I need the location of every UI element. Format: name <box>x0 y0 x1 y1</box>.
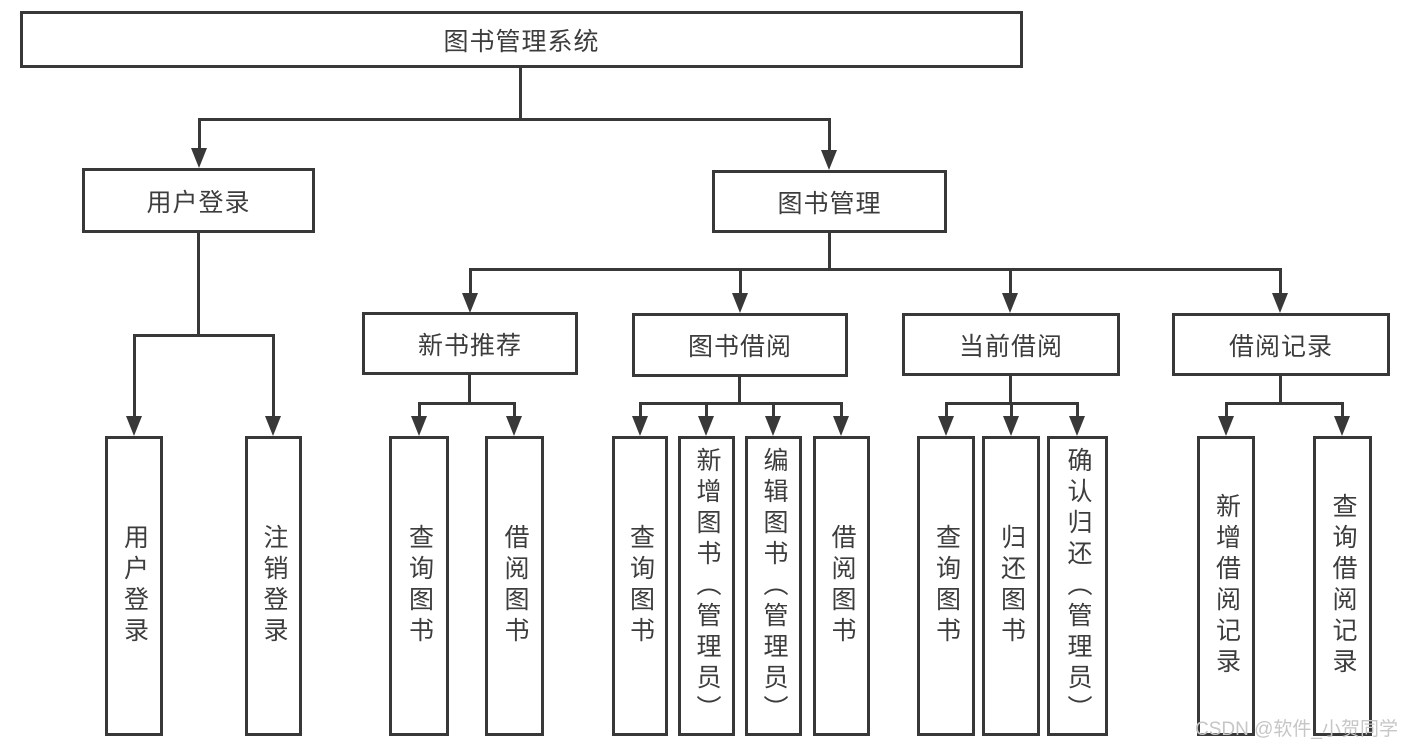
connector-line <box>469 268 472 296</box>
node-book-borrow-label: 图书借阅 <box>687 333 792 361</box>
connector-line <box>1279 268 1282 296</box>
leaf-logout: 注销登录 <box>245 436 302 736</box>
connector-line <box>639 402 842 405</box>
arrow-down-icon <box>1218 416 1234 436</box>
leaf-query-borrow-record: 查询借阅记录 <box>1313 436 1372 736</box>
node-root-label: 图书管理系统 <box>443 27 600 56</box>
connector-line <box>469 268 1282 271</box>
arrow-down-icon <box>1003 416 1019 436</box>
node-book-management-label: 图书管理 <box>777 189 882 218</box>
csdn-watermark: CSDN @软件_小贺同学 <box>1195 719 1398 740</box>
node-new-book-recommend: 新书推荐 <box>362 312 578 375</box>
node-current-borrow-label: 当前借阅 <box>958 332 1063 361</box>
arrow-down-icon <box>265 416 281 436</box>
connector-line <box>272 334 275 418</box>
leaf-query-current-books-label: 查询图书 <box>932 524 961 648</box>
node-borrow-record-label: 借阅记录 <box>1228 332 1333 361</box>
connector-line <box>198 118 830 121</box>
connector-line <box>945 402 948 418</box>
arrow-down-icon <box>833 416 849 436</box>
leaf-borrow-books-label: 借阅图书 <box>828 524 856 648</box>
leaf-confirm-return-admin-label: 确认归还（管理员） <box>1064 446 1092 726</box>
connector-line <box>705 402 708 418</box>
leaf-borrow-books-recommend: 借阅图书 <box>485 436 544 736</box>
arrow-down-icon <box>732 293 748 313</box>
leaf-return-books: 归还图书 <box>982 436 1040 736</box>
arrow-down-icon <box>765 416 781 436</box>
leaf-add-books-admin: 新增图书（管理员） <box>678 436 735 736</box>
leaf-borrow-books: 借阅图书 <box>813 436 870 736</box>
node-new-book-recommend-label: 新书推荐 <box>417 331 522 360</box>
leaf-edit-books-admin: 编辑图书（管理员） <box>745 436 802 736</box>
connector-line <box>828 118 831 152</box>
connector-line <box>418 402 516 405</box>
leaf-add-books-admin-label: 新增图书（管理员） <box>693 446 721 726</box>
connector-line <box>1076 402 1079 418</box>
node-book-management: 图书管理 <box>712 170 947 233</box>
arrow-down-icon <box>938 416 954 436</box>
connector-line <box>1009 376 1012 404</box>
leaf-query-borrow-record-label: 查询借阅记录 <box>1329 493 1357 679</box>
arrow-down-icon <box>698 416 714 436</box>
leaf-query-current-books: 查询图书 <box>917 436 975 736</box>
connector-line <box>513 402 516 418</box>
connector-line <box>1010 402 1013 418</box>
leaf-edit-books-admin-label: 编辑图书（管理员） <box>760 446 788 726</box>
connector-line <box>197 233 200 336</box>
leaf-query-books-recommend: 查询图书 <box>389 436 449 736</box>
leaf-query-books-label: 查询图书 <box>626 524 655 648</box>
connector-line <box>739 268 742 296</box>
leaf-borrow-books-recommend-label: 借阅图书 <box>501 524 529 648</box>
node-borrow-record: 借阅记录 <box>1172 313 1390 376</box>
arrow-down-icon <box>1002 293 1018 313</box>
node-current-borrow: 当前借阅 <box>902 313 1120 376</box>
arrow-down-icon <box>411 416 427 436</box>
connector-line <box>840 402 843 418</box>
node-root: 图书管理系统 <box>20 11 1023 68</box>
connector-line <box>133 334 136 418</box>
connector-line <box>519 67 522 120</box>
connector-line <box>133 334 275 337</box>
connector-line <box>1279 376 1282 404</box>
connector-line <box>639 402 642 418</box>
connector-line <box>468 375 471 405</box>
arrow-down-icon <box>821 150 837 170</box>
arrow-down-icon <box>462 293 478 313</box>
connector-line <box>1341 402 1344 418</box>
connector-line <box>772 402 775 418</box>
arrow-down-icon <box>1272 293 1288 313</box>
leaf-add-borrow-record: 新增借阅记录 <box>1197 436 1255 736</box>
leaf-add-borrow-record-label: 新增借阅记录 <box>1212 493 1241 679</box>
arrow-down-icon <box>126 416 142 436</box>
leaf-user-login-label: 用户登录 <box>120 524 149 648</box>
node-book-borrow: 图书借阅 <box>632 313 848 377</box>
leaf-user-login: 用户登录 <box>105 436 163 736</box>
arrow-down-icon <box>1069 416 1085 436</box>
node-user-login-label: 用户登录 <box>146 188 251 217</box>
connector-line <box>1225 402 1343 405</box>
leaf-confirm-return-admin: 确认归还（管理员） <box>1047 436 1108 736</box>
leaf-logout-label: 注销登录 <box>260 524 288 648</box>
leaf-query-books: 查询图书 <box>612 436 668 736</box>
leaf-return-books-label: 归还图书 <box>997 524 1026 648</box>
connector-line <box>828 233 831 270</box>
connector-line <box>738 377 741 404</box>
connector-line <box>198 118 201 150</box>
connector-line <box>418 402 421 418</box>
arrow-down-icon <box>632 416 648 436</box>
arrow-down-icon <box>1334 416 1350 436</box>
arrow-down-icon <box>506 416 522 436</box>
node-user-login: 用户登录 <box>82 168 315 233</box>
arrow-down-icon <box>191 148 207 168</box>
connector-line <box>1009 268 1012 296</box>
leaf-query-books-recommend-label: 查询图书 <box>405 524 434 648</box>
connector-line <box>1225 402 1228 418</box>
